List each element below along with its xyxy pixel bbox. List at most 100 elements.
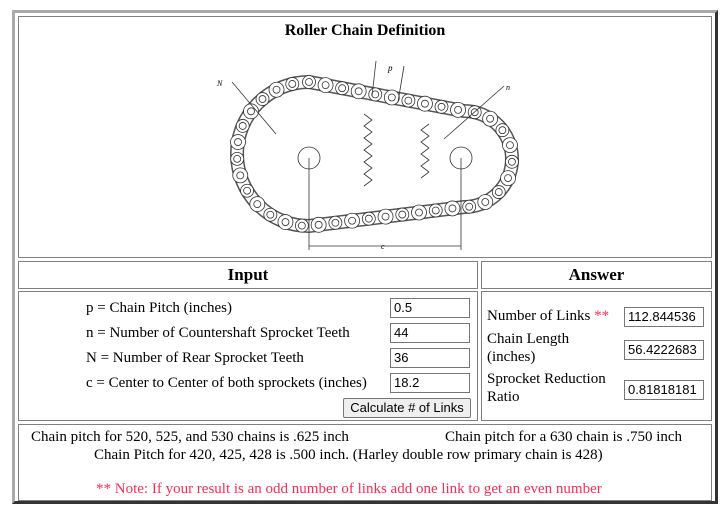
reduction-ratio-label: Sprocket Reduction (487, 371, 606, 387)
reduction-ratio-output[interactable]: 0.81818181 (624, 380, 704, 400)
countershaft-teeth-input[interactable]: 44 (390, 323, 470, 343)
chain-pin (494, 188, 503, 196)
reduction-ratio-label-2: Ratio (487, 389, 520, 405)
chain-pin (331, 218, 340, 227)
chain-pin (415, 208, 423, 217)
chain-link (294, 218, 309, 233)
chain-pin (348, 216, 356, 225)
chain-pin (338, 84, 347, 93)
chain-link (240, 183, 254, 198)
chain-pin (371, 90, 380, 99)
center-distance-label: c = Center to Center of both sprockets (… (86, 375, 367, 391)
answer-header: Answer (481, 261, 712, 289)
note-marker: ** (594, 308, 610, 324)
chain-link (344, 212, 360, 229)
chain-link (417, 95, 433, 112)
chain-pin (266, 210, 275, 219)
chain-pin (364, 214, 373, 223)
chain-pin (234, 138, 242, 146)
chain-link (428, 203, 443, 218)
rear-teeth-input[interactable]: 36 (390, 348, 470, 368)
chain-link (230, 151, 245, 166)
pitch-input[interactable]: 0.5 (390, 298, 470, 318)
roller-chain-diagram: N n p c (216, 60, 519, 251)
chain-link (395, 207, 410, 222)
chain-link (249, 196, 266, 212)
calculator-table: Roller Chain Definition N n p c (12, 10, 718, 504)
chain-link (477, 194, 494, 210)
page-title: Roller Chain Definition (284, 22, 446, 39)
chain-link (411, 204, 427, 221)
chain-pin (431, 206, 440, 215)
chain-pin (243, 186, 251, 195)
chain-link (235, 119, 250, 133)
chain-link (502, 137, 518, 154)
chain-pin (381, 212, 390, 221)
chain-link (328, 215, 343, 230)
chain-pin (448, 204, 457, 213)
chain-link (505, 154, 519, 169)
chain-link (500, 170, 516, 187)
chain-link (232, 167, 249, 184)
label-n: n (506, 83, 510, 92)
pitch-note-420: Chain Pitch for 420, 425, 428 is .500 in… (94, 447, 603, 463)
countershaft-teeth-label: n = Number of Countershaft Sprocket Teet… (86, 325, 350, 341)
chain-length-label: Chain Length (487, 331, 570, 347)
links-label-text: Number of Links (487, 308, 591, 324)
chain-pin (321, 81, 330, 89)
chain-link (350, 83, 367, 100)
chain-pin (288, 80, 297, 88)
chain-pin (297, 221, 306, 230)
chain-link (255, 92, 270, 106)
chain-pin (253, 200, 262, 208)
chain-link (317, 77, 334, 93)
chain-pin (506, 141, 514, 150)
input-panel: p = Chain Pitch (inches) 0.5 n = Number … (18, 291, 478, 421)
pitch-label: p = Chain Pitch (inches) (86, 300, 232, 316)
chain-pin (387, 93, 396, 102)
chain-pin (481, 198, 490, 206)
diagram-cell: Roller Chain Definition N n p c (18, 16, 712, 258)
input-header: Input (18, 261, 478, 289)
chain-pin (305, 78, 313, 86)
chain-pin (281, 218, 290, 226)
links-output[interactable]: 112.844536 (624, 307, 704, 327)
chain-pin (314, 220, 323, 229)
chain-link (383, 89, 400, 106)
chain-link (268, 81, 285, 98)
chain-pin (236, 171, 245, 180)
pitch-note-630: Chain pitch for a 630 chain is .750 inch (445, 429, 683, 445)
chain-link (361, 211, 376, 226)
chain-link (444, 200, 461, 217)
chain-link (243, 103, 259, 120)
chain-link (401, 93, 416, 108)
calculate-links-button[interactable]: Calculate # of Links (343, 398, 471, 418)
odd-links-note: ** Note: If your result is an odd number… (96, 481, 602, 497)
chain-link (263, 207, 278, 222)
chain-link (482, 110, 499, 127)
chain-length-label-unit: (inches) (487, 349, 536, 365)
chain-link (491, 185, 506, 199)
chain-link (230, 134, 246, 150)
chain-pin (486, 114, 495, 123)
label-N: N (216, 79, 223, 88)
chain-pin (421, 99, 429, 108)
center-distance-input[interactable]: 18.2 (390, 373, 470, 393)
label-c: c (381, 242, 385, 251)
chain-pin (233, 154, 242, 163)
chain-pin (258, 95, 267, 103)
chain-pin (465, 202, 474, 211)
chain-length-output[interactable]: 56.4222683 (624, 340, 704, 360)
chain-link (368, 87, 383, 102)
chain-pin (398, 210, 407, 219)
chain-pin (247, 107, 255, 116)
chain-link (335, 81, 350, 96)
notes-panel: Chain pitch for 520, 525, and 530 chains… (18, 424, 712, 501)
chain-link (302, 75, 316, 89)
rear-teeth-label: N = Number of Rear Sprocket Teeth (86, 350, 304, 366)
chain-pin (404, 96, 413, 105)
chain-pin (498, 126, 507, 135)
links-label: Number of Links ** (487, 308, 609, 325)
chain-link (450, 101, 466, 118)
chain-pin (508, 157, 516, 166)
